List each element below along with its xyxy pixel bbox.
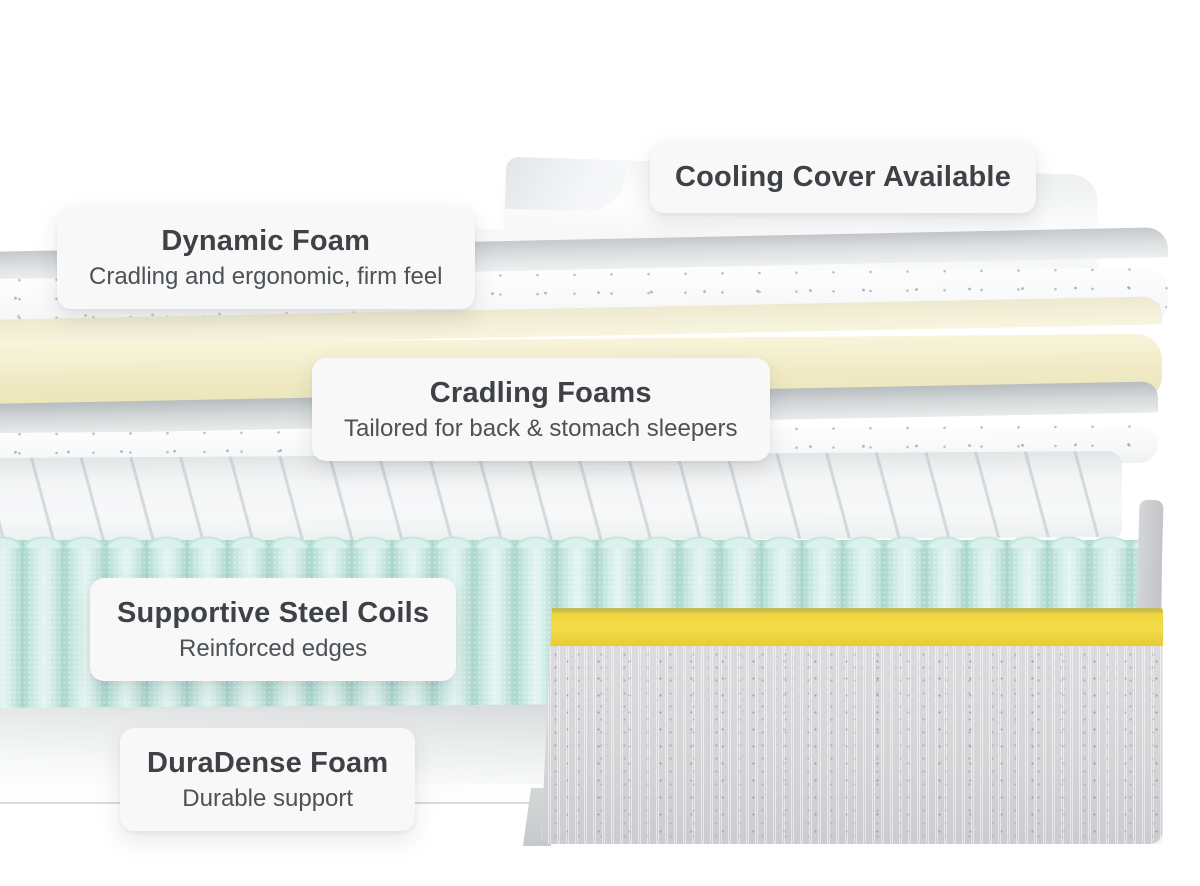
callout-duradense-foam-subtitle: Durable support [182,785,354,812]
callout-cradling-foams-subtitle: Tailored for back & stomach sleepers [344,415,738,442]
callout-supportive-steel-coils-subtitle: Reinforced edges [179,635,368,662]
callout-dynamic-foam-subtitle: Cradling and ergonomic, firm feel [89,263,443,290]
callout-duradense-foam-title: DuraDense Foam [147,747,389,779]
callout-cradling-foams: Cradling Foams Tailored for back & stoma… [312,358,770,461]
callout-duradense-foam: DuraDense Foam Durable support [120,728,416,831]
side-panel-yellow-band [541,608,1163,646]
side-panel [541,608,1163,844]
callout-cooling-cover: Cooling Cover Available [650,141,1037,213]
callout-dynamic-foam: Dynamic Foam Cradling and ergonomic, fir… [57,206,475,309]
callout-supportive-steel-coils: Supportive Steel Coils Reinforced edges [90,578,457,681]
callout-cradling-foams-title: Cradling Foams [429,377,652,409]
callout-cooling-cover-title: Cooling Cover Available [675,161,1012,193]
side-panel-fabric [541,646,1163,844]
callout-dynamic-foam-title: Dynamic Foam [161,225,371,257]
callout-supportive-steel-coils-title: Supportive Steel Coils [117,597,430,629]
coil-unit-side-fabric [1136,499,1164,619]
